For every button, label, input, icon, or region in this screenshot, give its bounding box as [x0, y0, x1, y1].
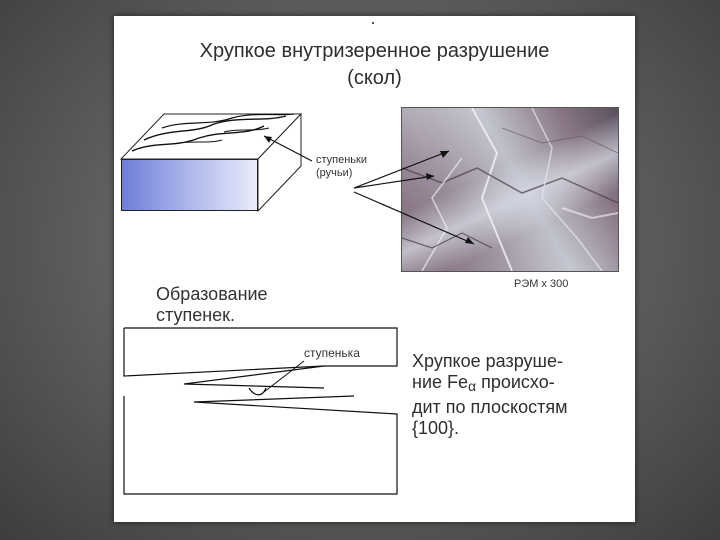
step-mark — [249, 388, 266, 395]
fracture-diagram — [114, 16, 635, 522]
slide: Хрупкое внутризеренное разрушение (скол) — [114, 16, 635, 522]
pointer-arrow — [354, 151, 449, 188]
sem-caption: РЭМ х 300 — [514, 278, 568, 290]
alpha-subscript: α — [468, 378, 476, 394]
steps-label: ступеньки (ручьи) — [316, 154, 367, 180]
step-label: ступенька — [304, 346, 360, 360]
lower-crystal-part — [124, 396, 397, 494]
pointer-arrow — [354, 192, 474, 244]
formation-heading: Образование ступенек. — [156, 284, 268, 326]
fracture-note: Хрупкое разруше- ние Feα происхо- дит по… — [412, 351, 624, 439]
